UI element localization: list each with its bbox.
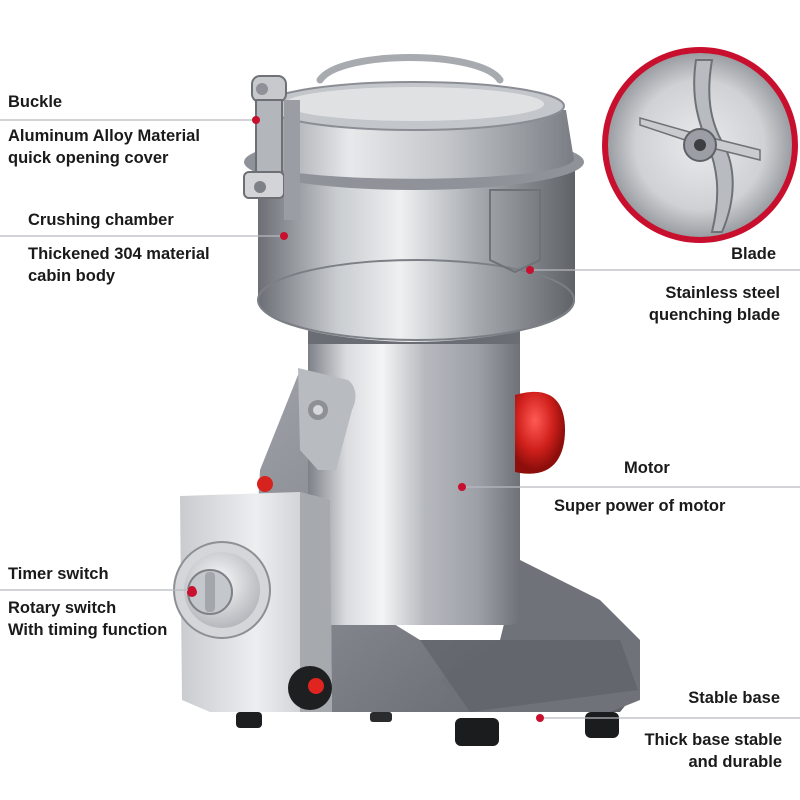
blade-line2: quenching blade	[648, 306, 780, 324]
timer-line1: Rotary switch	[8, 599, 117, 617]
power-switch	[288, 666, 332, 710]
blade-inset	[602, 47, 798, 243]
motor-line1: Super power of motor	[554, 497, 726, 515]
motor-title: Motor	[624, 459, 670, 477]
motor-knob	[515, 391, 565, 474]
cover-line2: quick opening cover	[8, 149, 169, 167]
base-line1: Thick base stable	[644, 731, 782, 749]
emblem-shield-icon	[489, 189, 541, 274]
side-bracket	[298, 368, 356, 470]
timer-title: Timer switch	[8, 565, 109, 583]
buckle-title: Buckle	[8, 93, 63, 111]
chamber-line1: Thickened 304 material	[28, 245, 210, 263]
blade-title: Blade	[731, 245, 776, 263]
timer-line2: With timing function	[8, 621, 168, 639]
timer-dial	[173, 541, 271, 639]
buckle	[243, 75, 300, 220]
chamber-title: Crushing chamber	[28, 211, 174, 229]
lid-handle	[316, 54, 504, 84]
chamber-line2: cabin body	[28, 267, 116, 285]
base-title: Stable base	[688, 689, 780, 707]
cover-line1: Aluminum Alloy Material	[8, 127, 200, 145]
aluminum-cover	[244, 54, 584, 190]
motor-housing	[308, 318, 520, 625]
blade-line1: Stainless steel	[665, 284, 780, 302]
marker-dots	[188, 116, 544, 722]
feet	[236, 712, 619, 746]
crushing-chamber	[257, 160, 575, 342]
leader-lines	[0, 119, 800, 719]
base-line2: and durable	[688, 753, 782, 771]
